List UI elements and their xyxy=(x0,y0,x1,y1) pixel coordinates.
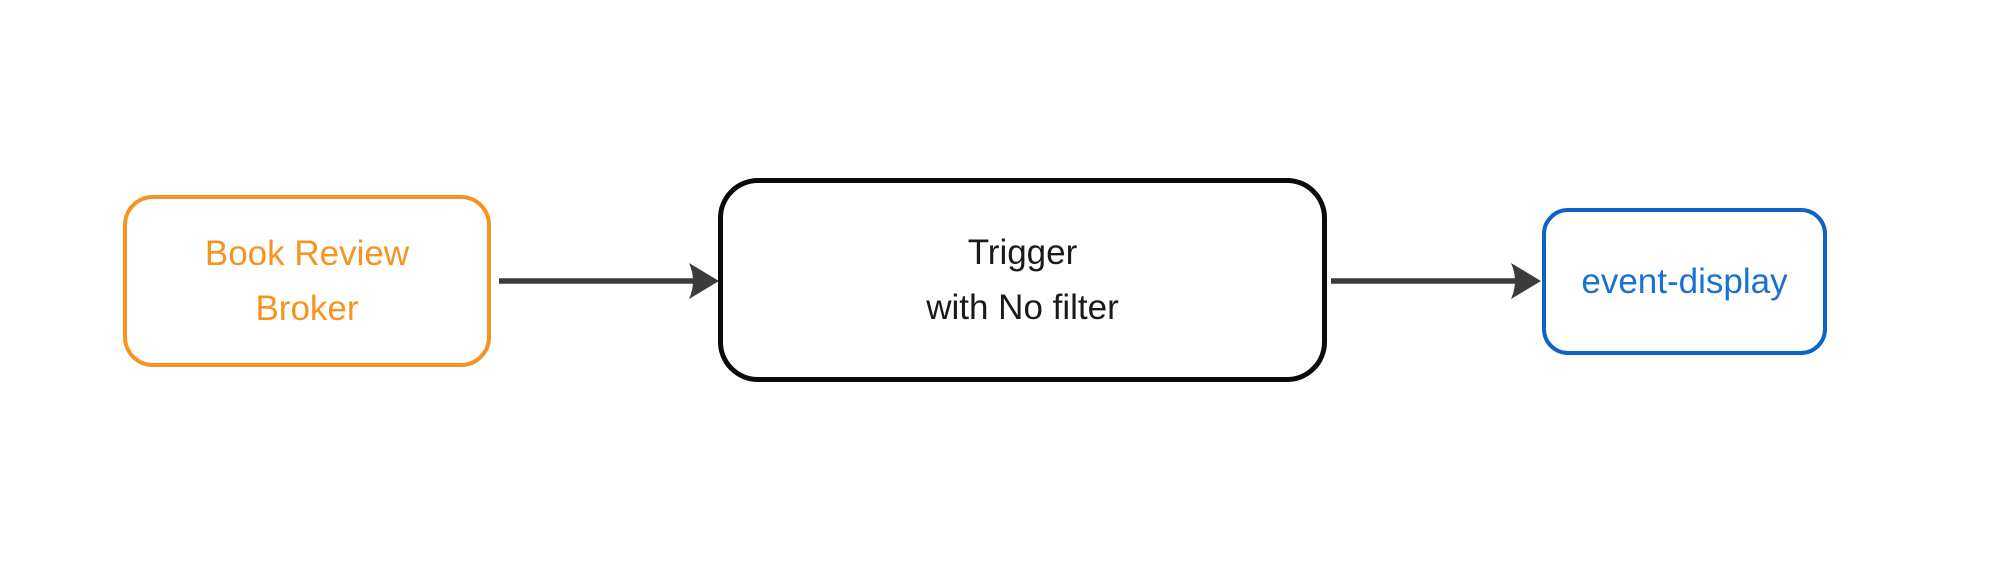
flow-node-trigger: Trigger with No filter xyxy=(718,178,1327,382)
node-label-event-display: event-display xyxy=(1581,262,1788,301)
arrowhead-icon xyxy=(1511,263,1541,299)
edge-broker-to-trigger xyxy=(499,263,719,299)
flow-node-event-display: event-display xyxy=(1542,208,1827,355)
node-label-broker: Book Review Broker xyxy=(204,234,410,328)
node-label-trigger: Trigger with No filter xyxy=(926,233,1119,327)
edge-trigger-to-event-display xyxy=(1331,263,1541,299)
arrowhead-icon xyxy=(689,263,719,299)
flow-node-broker: Book Review Broker xyxy=(123,195,491,367)
